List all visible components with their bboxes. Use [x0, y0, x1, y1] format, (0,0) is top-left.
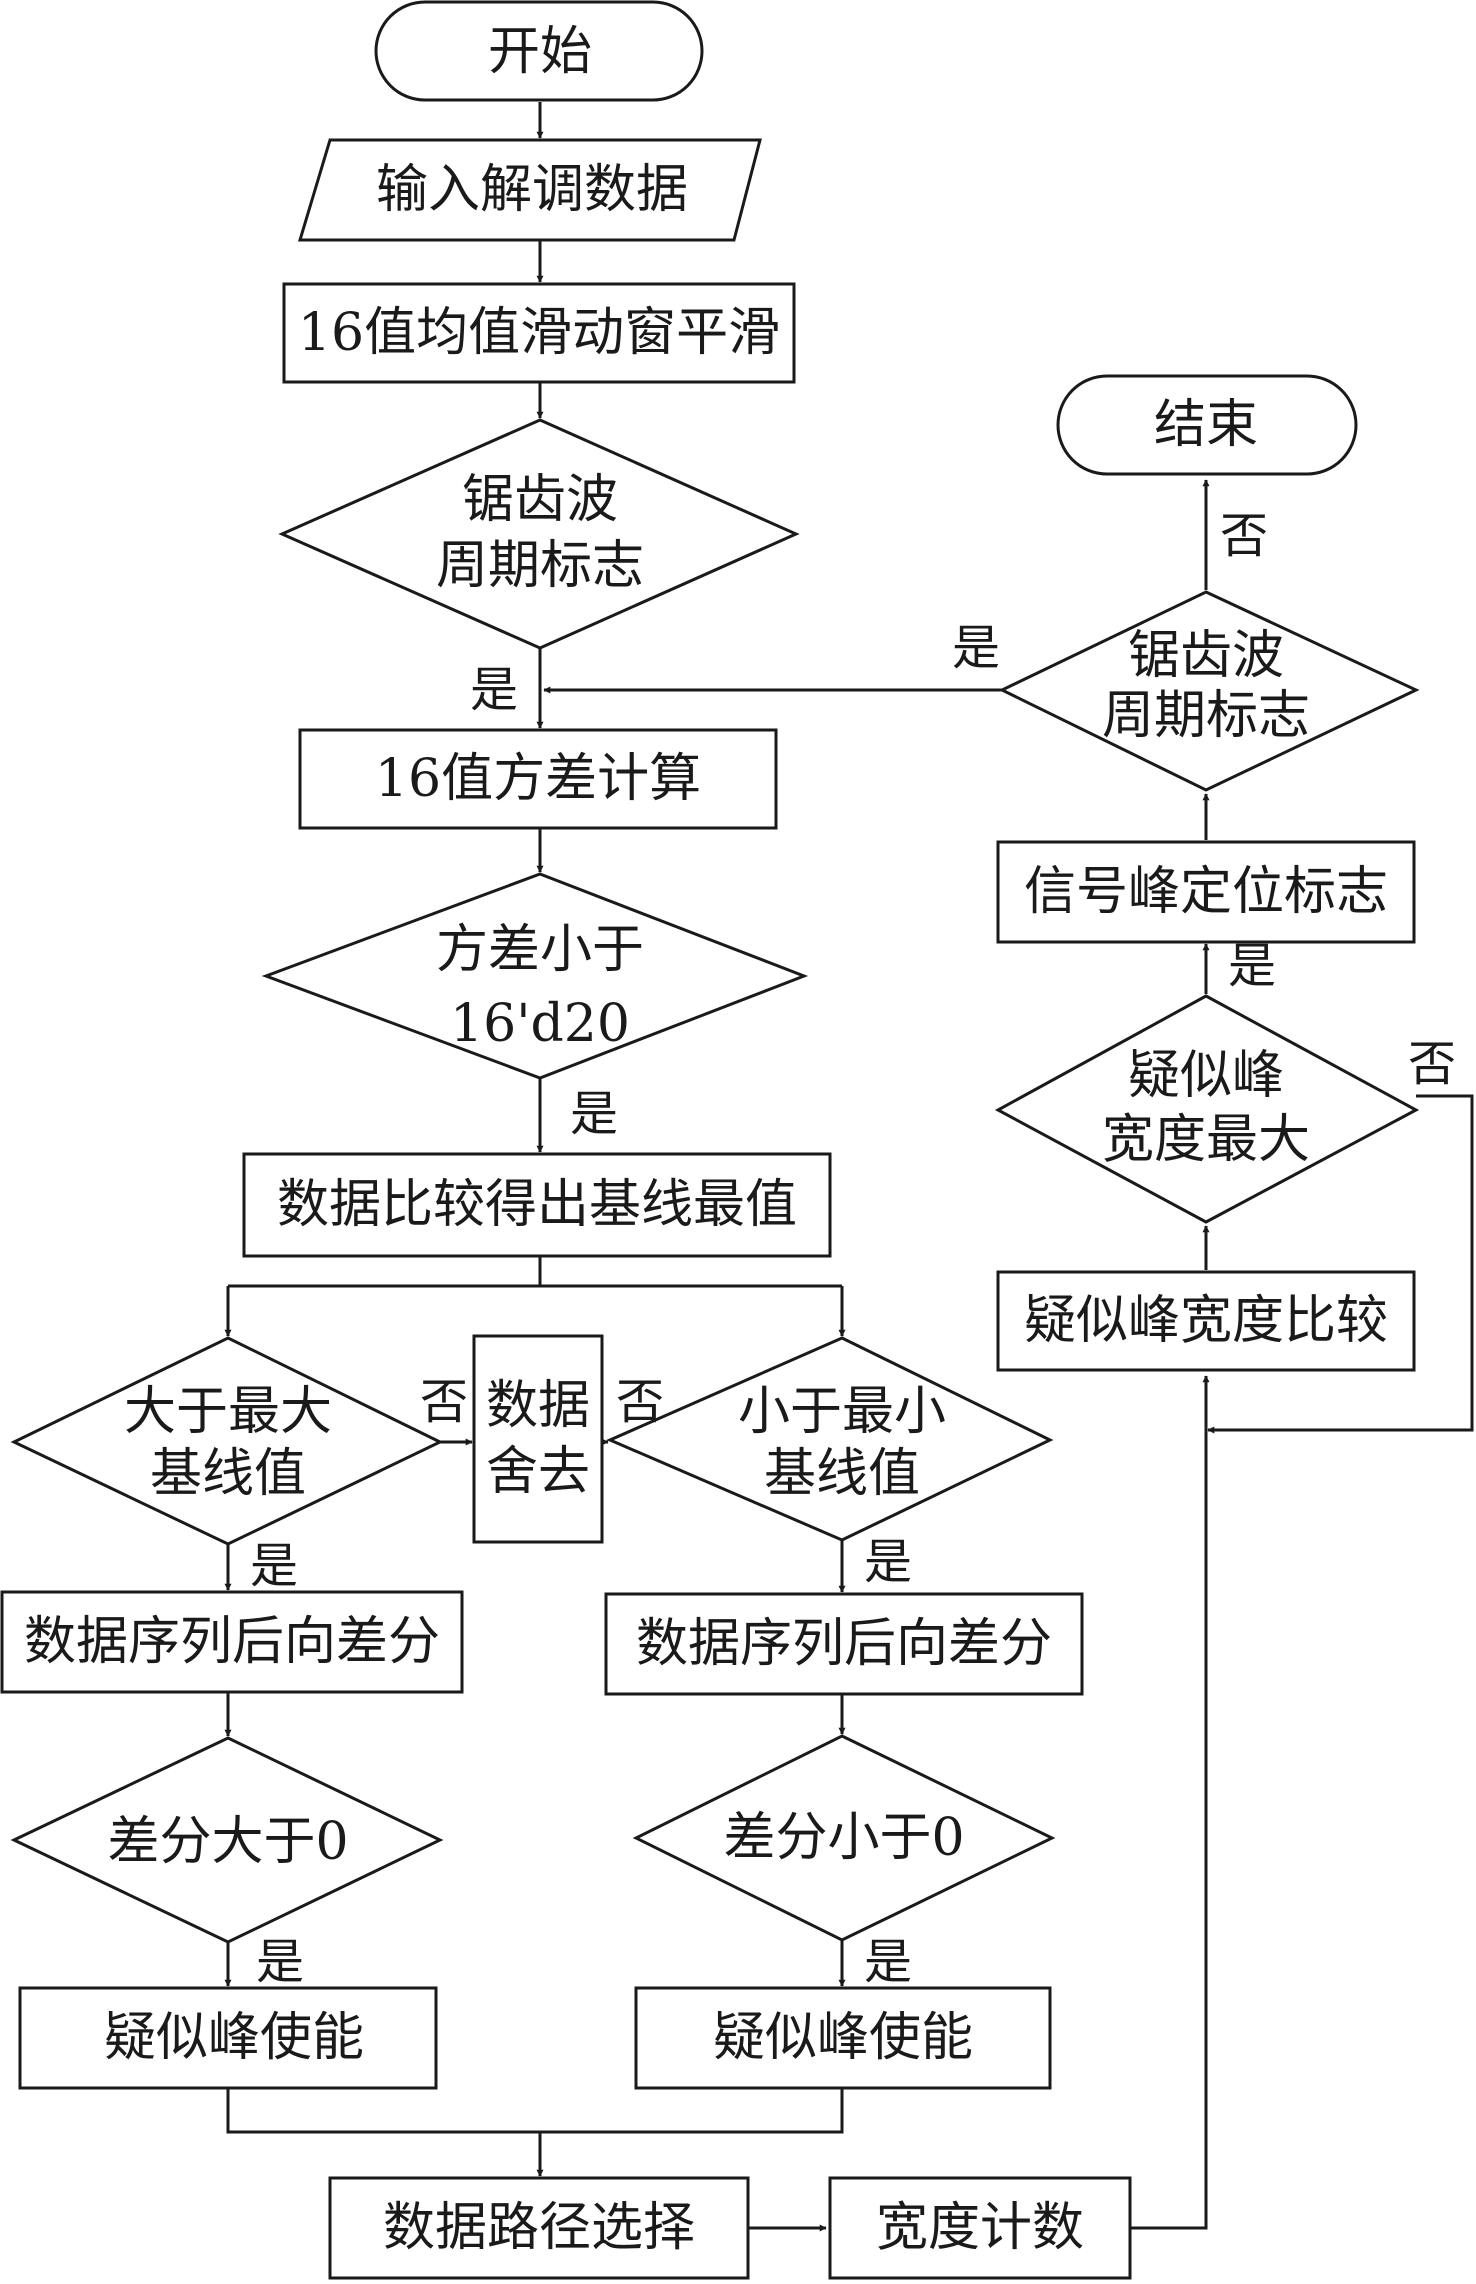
flow-node-diff-left: 数据序列后向差分: [0, 1590, 464, 1694]
input-label: 输入解调数据: [376, 160, 688, 220]
width-max-line2: 宽度最大: [1102, 1110, 1310, 1170]
peak-flag-label: 信号峰定位标志: [1024, 862, 1388, 922]
label-var-small-yes: 是: [570, 1086, 618, 1142]
lt-min-line2: 基线值: [764, 1444, 920, 1504]
smooth-label: 16值均值滑动窗平滑: [298, 303, 780, 363]
width-compare-label: 疑似峰宽度比较: [1024, 1291, 1388, 1351]
flow-node-peak-flag: 信号峰定位标志: [996, 840, 1416, 944]
flow-node-enable-right: 疑似峰使能: [634, 1986, 1052, 2090]
flow-node-start: 开始: [374, 0, 704, 102]
var-small-line2: 16'd20: [450, 994, 630, 1054]
width-max-line1: 疑似峰: [1128, 1046, 1284, 1106]
diff-gt0-label: 差分大于0: [107, 1812, 348, 1872]
flow-node-lt-min: 小于最小 基线值: [606, 1336, 1054, 1542]
variance-label: 16值方差计算: [375, 749, 701, 809]
label-diff-gt0-yes: 是: [256, 1934, 304, 1990]
flow-node-gt-max: 大于最大 基线值: [10, 1336, 444, 1546]
width-count-label: 宽度计数: [876, 2198, 1084, 2258]
label-gt-max-no: 否: [420, 1374, 468, 1430]
label-sawtooth2-no: 否: [1220, 508, 1268, 564]
diff-right-label: 数据序列后向差分: [636, 1614, 1052, 1674]
edge-labels: 是 是 否 否 是 是 是 是 是 否 是 否: [250, 508, 1456, 1990]
label-sawtooth1-yes: 是: [470, 662, 518, 718]
label-lt-min-no: 否: [616, 1374, 664, 1430]
flow-node-width-compare: 疑似峰宽度比较: [996, 1270, 1416, 1372]
enable-left-label: 疑似峰使能: [104, 2008, 364, 2068]
end-label: 结束: [1154, 395, 1258, 455]
flow-node-baseline: 数据比较得出基线最值: [242, 1152, 832, 1258]
edge-widthcount-up: [1130, 1375, 1210, 2230]
sawtooth2-line1: 锯齿波: [1128, 626, 1284, 686]
path-select-label: 数据路径选择: [383, 2198, 695, 2258]
sawtooth1-line1: 锯齿波: [462, 470, 618, 530]
flow-node-variance: 16值方差计算: [298, 728, 778, 830]
flow-node-sawtooth2: 锯齿波 周期标志: [998, 590, 1420, 792]
diff-lt0-label: 差分小于0: [723, 1808, 964, 1868]
gt-max-line1: 大于最大: [124, 1382, 332, 1442]
edge-enable-merge: [226, 2088, 844, 2134]
diff-left-label: 数据序列后向差分: [24, 1612, 440, 1672]
flow-node-diff-gt0: 差分大于0: [10, 1736, 444, 1944]
flow-node-discard: 数据 舍去: [472, 1334, 604, 1544]
edge-widthmax-no-loop: [1207, 1094, 1474, 1434]
lt-min-line1: 小于最小: [738, 1382, 946, 1442]
flow-node-sawtooth1: 锯齿波 周期标志: [278, 418, 800, 650]
label-diff-lt0-yes: 是: [864, 1934, 912, 1990]
discard-line2: 舍去: [486, 1442, 590, 1502]
flow-node-path-select: 数据路径选择: [328, 2176, 750, 2280]
label-sawtooth2-yes: 是: [952, 620, 1000, 676]
label-width-max-yes: 是: [1228, 938, 1276, 994]
discard-line1: 数据: [486, 1376, 590, 1436]
edges: [224, 102, 1474, 2232]
label-gt-max-yes: 是: [250, 1538, 298, 1594]
flow-node-width-max: 疑似峰 宽度最大: [994, 994, 1420, 1224]
flow-node-enable-left: 疑似峰使能: [18, 1986, 438, 2090]
sawtooth1-line2: 周期标志: [436, 536, 644, 596]
label-lt-min-yes: 是: [864, 1534, 912, 1590]
start-label: 开始: [488, 22, 592, 82]
var-small-line1: 方差小于: [436, 920, 644, 980]
sawtooth2-line2: 周期标志: [1102, 686, 1310, 746]
gt-max-line2: 基线值: [150, 1444, 306, 1504]
flow-node-diff-right: 数据序列后向差分: [604, 1592, 1084, 1696]
flow-node-input: 输入解调数据: [297, 138, 762, 242]
flow-node-diff-lt0: 差分小于0: [632, 1734, 1056, 1942]
flow-node-var-small: 方差小于 16'd20: [261, 872, 809, 1080]
flow-node-smooth: 16值均值滑动窗平滑: [282, 282, 796, 384]
flow-node-width-count: 宽度计数: [828, 2176, 1132, 2280]
label-width-max-no: 否: [1408, 1036, 1456, 1092]
baseline-label: 数据比较得出基线最值: [277, 1175, 797, 1235]
enable-right-label: 疑似峰使能: [713, 2008, 973, 2068]
flow-node-end: 结束: [1056, 374, 1358, 476]
